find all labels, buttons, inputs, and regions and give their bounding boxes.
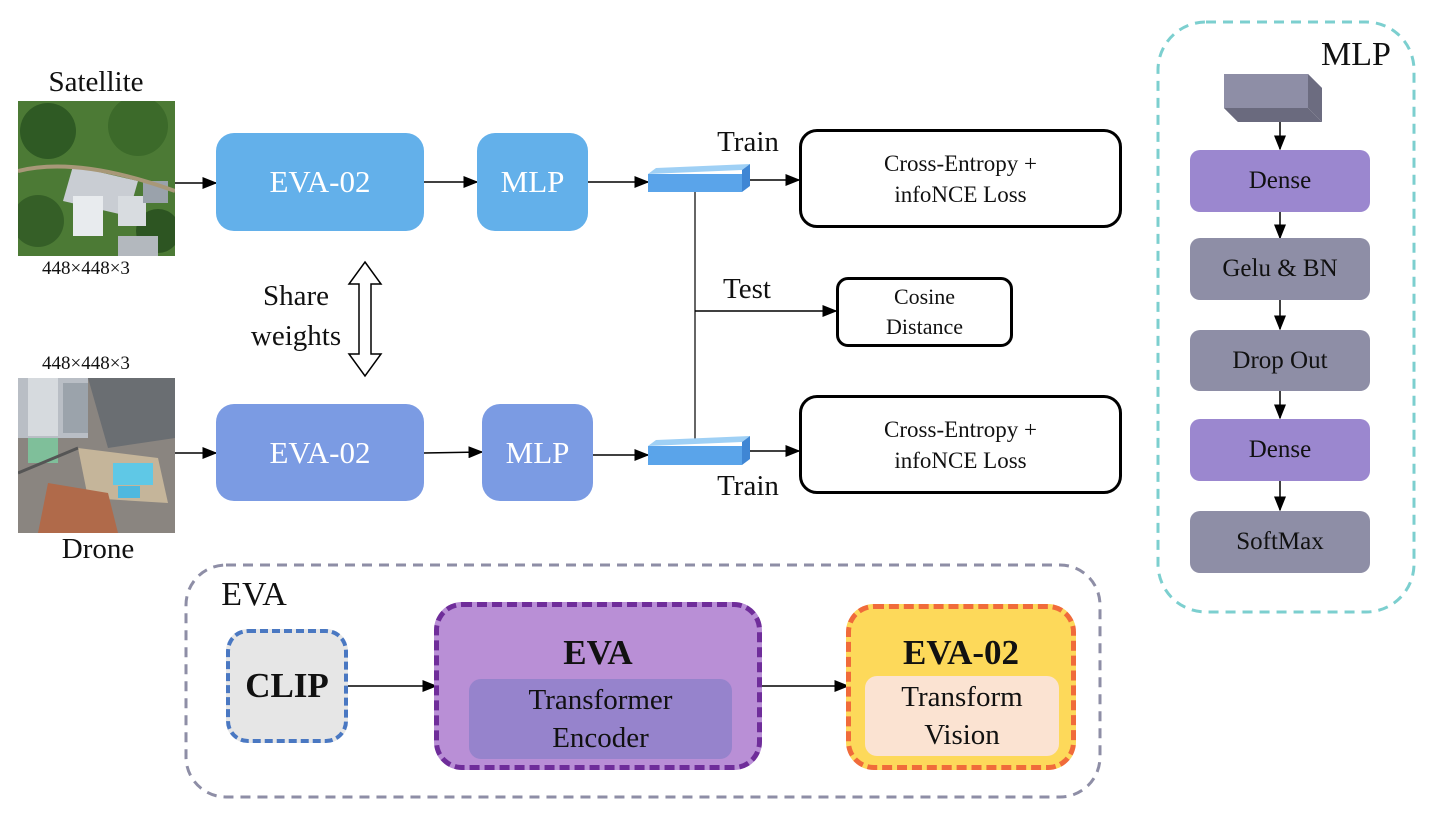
share-weights-line1: Share [262, 280, 330, 312]
cosine-distance-box: Cosine Distance [836, 277, 1013, 347]
mlp-panel-title: MLP [1321, 36, 1391, 73]
eva02-bottom-box: EVA-02 [216, 404, 424, 501]
loss-top-line1: Cross-Entropy + [884, 150, 1037, 176]
eva-panel-border [184, 563, 1102, 799]
drone-image [18, 378, 175, 533]
loss-top-box: Cross-Entropy + infoNCE Loss [799, 129, 1122, 228]
loss-top-line2: infoNCE Loss [894, 181, 1027, 207]
transformer-encoder-line1: Transformer [528, 684, 673, 716]
train-top-label: Train [717, 126, 779, 158]
mlp-gelu-bn: Gelu & BN [1190, 238, 1370, 300]
mlp-input-block-icon [1224, 74, 1322, 122]
cosine-line2: Distance [886, 314, 963, 339]
satellite-image [18, 101, 175, 256]
drone-label: Drone [61, 533, 135, 565]
eva-box: EVA Transformer Encoder [434, 602, 762, 770]
clip-box: CLIP [226, 629, 348, 743]
eva02-box: EVA-02 Transform Vision [846, 604, 1076, 770]
mlp-panel-border [1156, 20, 1416, 614]
eva02-box-title: EVA-02 [902, 633, 1020, 672]
arrow-eva-to-mlp-bottom [423, 446, 484, 459]
satellite-label: Satellite [48, 66, 144, 98]
mlp-bottom-box: MLP [482, 404, 593, 501]
satellite-size-label: 448×448×3 [42, 258, 130, 279]
mlp-dropout: Drop Out [1190, 330, 1370, 391]
share-weights-arrow [347, 260, 383, 378]
transformer-encoder-box: Transformer Encoder [469, 679, 732, 759]
eva-panel-title: EVA [221, 576, 287, 613]
transformer-encoder-line2: Encoder [552, 722, 649, 754]
share-weights-label: Share weights [238, 276, 354, 356]
transform-vision-line2: Vision [924, 719, 1000, 751]
eva02-top-box: EVA-02 [216, 133, 424, 231]
eva-box-title: EVA [563, 633, 633, 672]
feature-vector-top [648, 164, 750, 192]
mlp-top-box: MLP [477, 133, 588, 231]
cosine-line1: Cosine [893, 284, 956, 309]
transform-vision-box: Transform Vision [865, 676, 1059, 756]
mlp-dense-1: Dense [1190, 150, 1370, 212]
loss-bottom-line1: Cross-Entropy + [884, 416, 1037, 442]
test-label: Test [723, 273, 771, 305]
loss-bottom-line2: infoNCE Loss [894, 447, 1027, 473]
train-bottom-label: Train [717, 470, 779, 502]
share-weights-line2: weights [250, 320, 342, 352]
mlp-dense-2: Dense [1190, 419, 1370, 481]
feature-vector-bottom [648, 436, 750, 465]
mlp-softmax: SoftMax [1190, 511, 1370, 573]
loss-bottom-box: Cross-Entropy + infoNCE Loss [799, 395, 1122, 494]
transform-vision-line1: Transform [901, 681, 1023, 713]
drone-size-label: 448×448×3 [42, 353, 130, 374]
